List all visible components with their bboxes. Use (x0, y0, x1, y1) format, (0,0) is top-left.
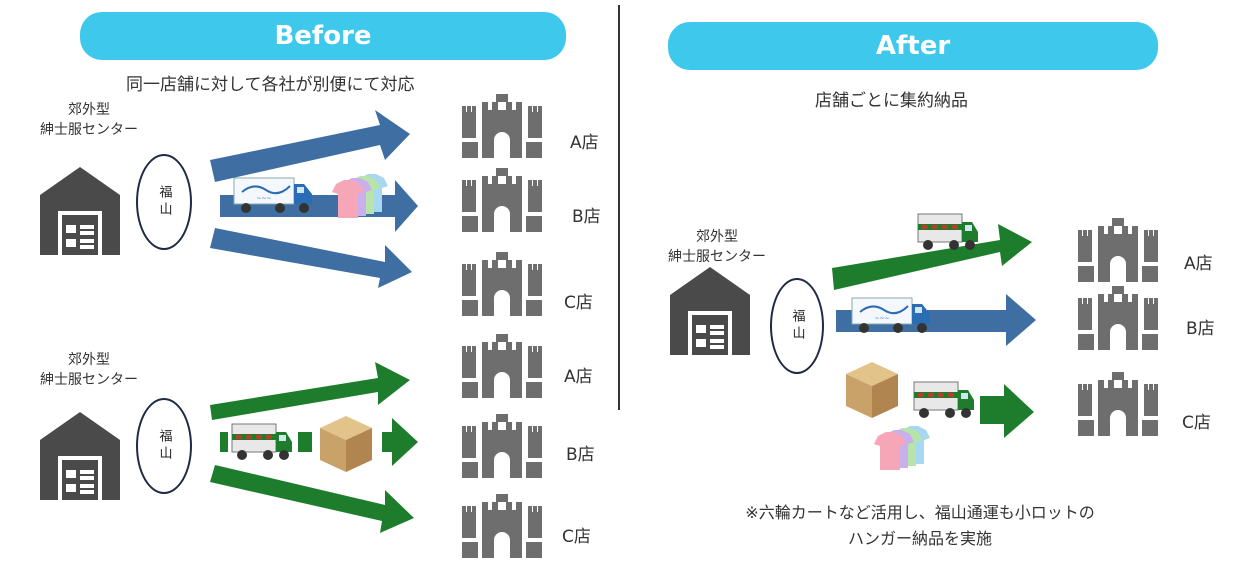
castle-icon (462, 414, 542, 478)
center-label-line2: 紳士服センター (668, 249, 766, 265)
center-label-before-top: 郊外型 紳士服センター (40, 100, 138, 140)
castle-icon (1078, 372, 1158, 436)
castle-icon (462, 334, 542, 398)
store-label-a: A店 (564, 367, 593, 387)
center-label-line1: 郊外型 (696, 229, 738, 245)
cardboard-box-icon (846, 362, 898, 418)
warehouse-icon (40, 412, 120, 500)
green-arrow-to-c (210, 465, 414, 533)
shirts-icon (332, 174, 388, 218)
warehouse-icon (670, 267, 750, 355)
store-label-b: B店 (566, 445, 595, 465)
center-label-line1: 郊外型 (68, 352, 110, 368)
truck-icon (913, 381, 975, 419)
store-label-c: C店 (564, 293, 593, 313)
center-label-after: 郊外型 紳士服センター (668, 227, 766, 267)
store-label-a: A店 (570, 133, 599, 153)
blue-arrow-to-c (210, 228, 412, 288)
store-label-b: B店 (572, 207, 601, 227)
castle-icon (462, 252, 542, 316)
store-label-a: A店 (1184, 254, 1213, 274)
blue-arrow-to-b (836, 294, 1036, 346)
center-label-line1: 郊外型 (68, 102, 110, 118)
store-label-b: B店 (1186, 319, 1215, 339)
after-subtitle: 店舗ごとに集約納品 (815, 91, 968, 111)
after-badge: After (668, 22, 1158, 70)
blue-arrow-to-b (220, 180, 418, 232)
after-note-line2: ハンガー納品を実施 (847, 529, 992, 548)
castle-icon (462, 168, 542, 232)
store-label-c: C店 (562, 527, 591, 547)
castle-icon (1078, 286, 1158, 350)
hub-fukuyama: 福山 (770, 278, 824, 374)
center-label-before-bottom: 郊外型 紳士服センター (40, 350, 138, 390)
castle-icon (1078, 218, 1158, 282)
green-arrow-to-c (980, 384, 1034, 438)
before-badge: Before (80, 12, 566, 60)
warehouse-icon (40, 167, 120, 255)
after-note: ※六輪カートなど活用し、福山通運も小ロットの ハンガー納品を実施 (690, 500, 1150, 552)
store-label-c: C店 (1182, 413, 1211, 433)
before-subtitle: 同一店舗に対して各社が別便にて対応 (126, 75, 415, 95)
green-arrow-to-a (210, 362, 410, 420)
section-divider (618, 5, 620, 410)
center-label-line2: 紳士服センター (40, 122, 138, 138)
blue-arrow-to-a (210, 110, 410, 182)
castle-icon (462, 94, 542, 158)
hub-fukuyama: 福山 (136, 398, 192, 494)
hub-fukuyama: 福山 (136, 154, 192, 250)
castle-icon (462, 494, 542, 558)
green-arrow-to-a (832, 224, 1032, 290)
center-label-line2: 紳士服センター (40, 372, 138, 388)
shirts-icon (874, 426, 930, 470)
after-note-line1: ※六輪カートなど活用し、福山通運も小ロットの (745, 503, 1095, 522)
